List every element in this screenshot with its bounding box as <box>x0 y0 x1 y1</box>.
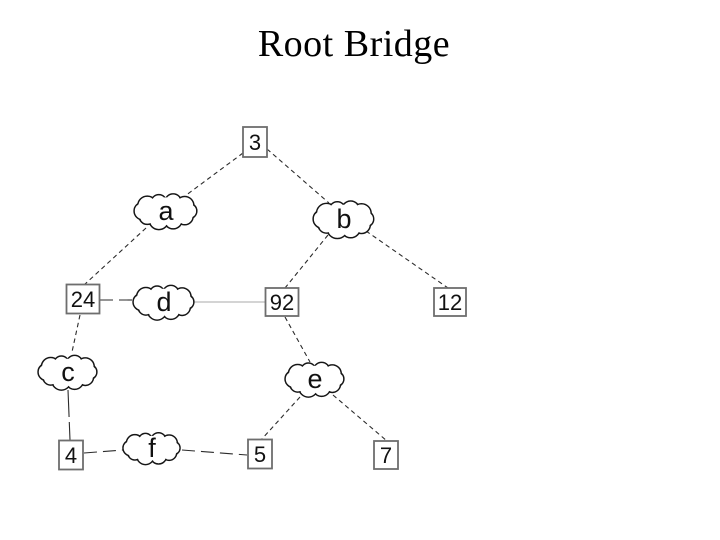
edge-e-7 <box>332 394 388 442</box>
edge-92-e <box>284 316 311 363</box>
lan-label-b: b <box>336 204 351 234</box>
bridge-node-5: 5 <box>247 438 273 470</box>
bridge-box-4 <box>58 439 84 471</box>
cloud-body <box>126 435 178 461</box>
bridge-node-3: 3 <box>242 126 268 158</box>
bridge-label-24: 24 <box>71 287 95 312</box>
edge-b-12 <box>365 230 449 289</box>
lan-node-e: e <box>284 361 345 398</box>
lan-label-f: f <box>148 433 156 463</box>
bridge-box-12 <box>433 287 467 317</box>
cloud-body <box>42 358 94 386</box>
slide-title: Root Bridge <box>257 23 451 65</box>
edge-c-4 <box>67 389 71 441</box>
bridge-node-24: 24 <box>65 283 101 315</box>
cloud-body <box>138 197 194 225</box>
edge-4-f <box>83 449 124 454</box>
bridge-label-7: 7 <box>380 443 392 468</box>
bridge-label-5: 5 <box>254 442 266 467</box>
cloud-body <box>289 365 341 393</box>
bridge-box-92 <box>264 287 300 317</box>
bridge-node-7: 7 <box>373 440 399 470</box>
lan-label-c: c <box>61 357 75 387</box>
cloud-body <box>137 288 191 316</box>
edge-24-c <box>71 314 81 353</box>
bridge-box-5 <box>247 438 273 470</box>
cloud-body <box>317 204 371 234</box>
lan-label-d: d <box>156 287 171 317</box>
bridge-node-4: 4 <box>58 439 84 471</box>
lan-label-a: a <box>158 196 174 226</box>
edge-a-24 <box>83 227 147 286</box>
edge-e-5 <box>260 396 301 441</box>
bridge-label-12: 12 <box>438 290 462 315</box>
bridge-label-92: 92 <box>270 290 294 315</box>
lan-node-d: d <box>132 284 195 321</box>
lan-label-e: e <box>307 364 322 394</box>
lan-node-a: a <box>133 193 198 231</box>
lan-node-b: b <box>312 200 375 240</box>
bridge-label-4: 4 <box>65 443 77 468</box>
bridge-box-7 <box>373 440 399 470</box>
bridge-label-3: 3 <box>249 130 261 155</box>
bridge-box-24 <box>65 283 101 315</box>
edge-3-b <box>266 148 330 204</box>
lan-node-c: c <box>37 354 98 391</box>
bridge-box-3 <box>242 126 268 158</box>
bridge-node-92: 92 <box>264 287 300 317</box>
edge-3-a <box>184 152 244 197</box>
edge-b-92 <box>284 234 329 289</box>
edge-f-5 <box>181 449 248 456</box>
bridge-node-12: 12 <box>433 287 467 317</box>
lan-node-f: f <box>122 431 181 466</box>
